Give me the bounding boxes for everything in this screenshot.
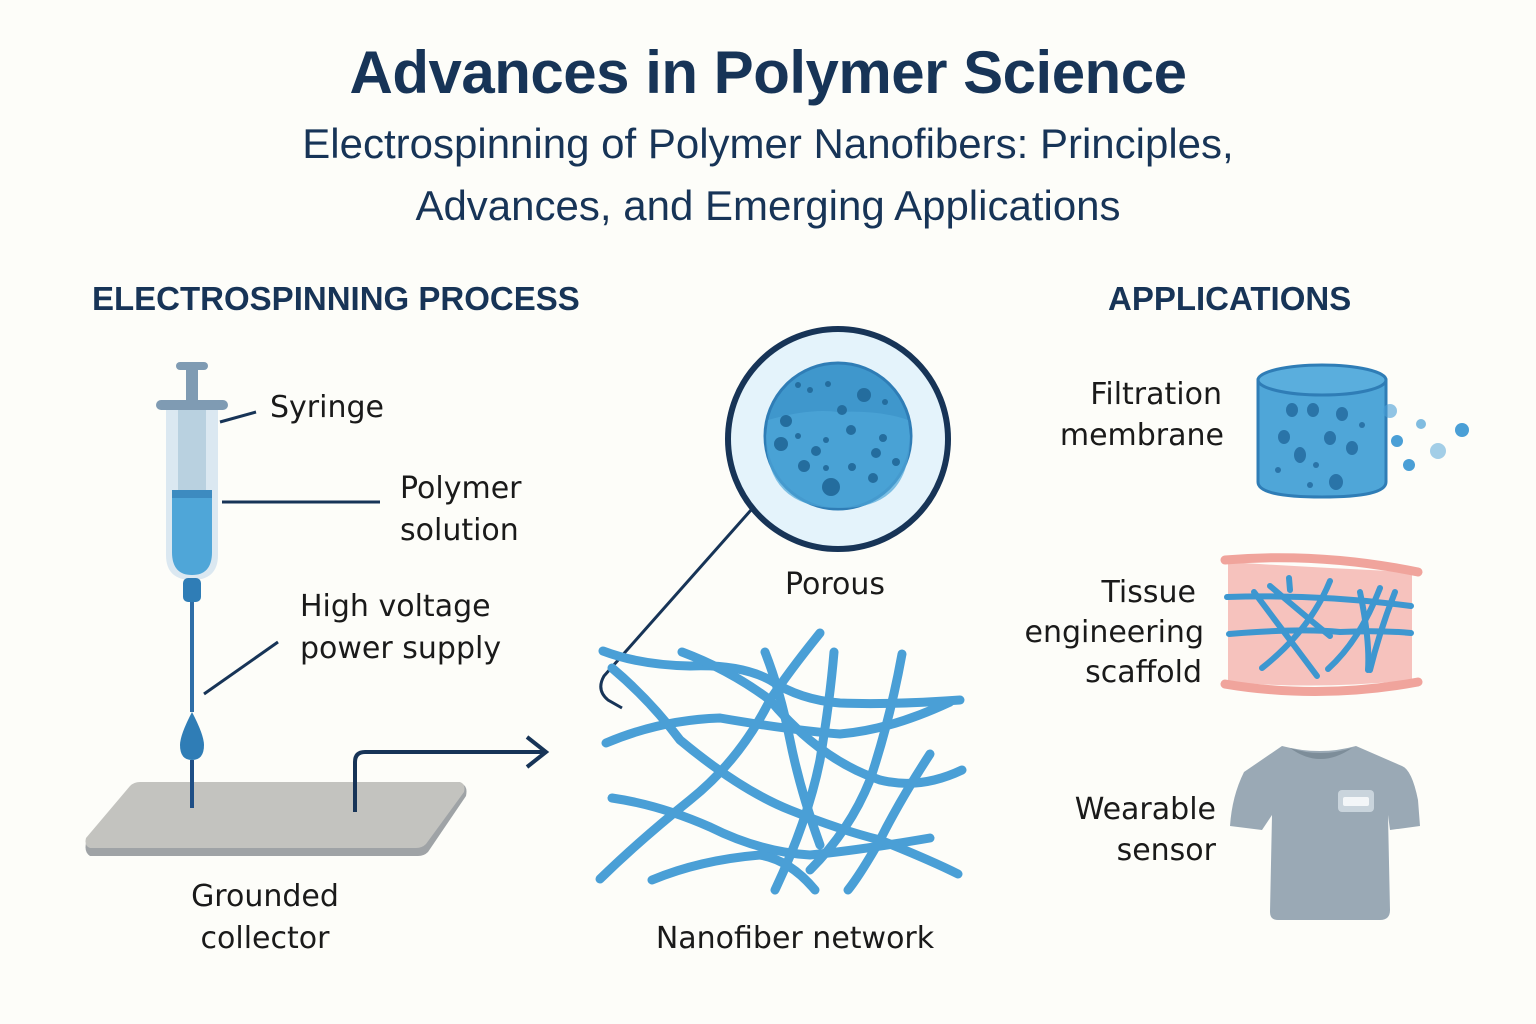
collector-label-1: Grounded — [191, 879, 339, 914]
porous-label: Porous — [784, 567, 886, 602]
nanofiber-network-label: Nanofiber network — [655, 921, 935, 956]
process-arrow — [353, 750, 545, 812]
app-tissue-label-2: engineering — [1024, 615, 1204, 650]
app-filtration-label-2: membrane — [1059, 418, 1224, 453]
filtration-membrane-icon — [1256, 363, 1469, 499]
syringe-label: Syringe — [270, 390, 384, 425]
app-tissue-label-3: scaffold — [1085, 655, 1202, 690]
app-wearable-label-2: sensor — [1116, 833, 1216, 868]
subtitle-line-2: Advances, and Emerging Applications — [415, 182, 1121, 229]
power-leader-line — [203, 640, 279, 696]
nanofiber-network-icon — [595, 628, 967, 895]
power-supply-label-2: power supply — [300, 631, 502, 666]
syringe-icon — [156, 362, 228, 808]
power-supply-label-1: High voltage — [300, 589, 491, 624]
porous-magnifier-icon — [725, 326, 951, 552]
app-tissue-label-1: Tissue — [1101, 575, 1196, 610]
applications-heading: APPLICATIONS — [1108, 280, 1352, 317]
polymer-solution-label-1: Polymer — [400, 471, 522, 506]
syringe-leader-line — [219, 410, 257, 424]
collector-label-2: collector — [200, 921, 330, 956]
tissue-scaffold-icon — [1220, 553, 1423, 696]
app-wearable-label-1: Wearable — [1074, 792, 1216, 827]
arrow-head-icon — [525, 735, 550, 769]
wearable-sensor-icon — [1230, 746, 1420, 920]
process-heading: ELECTROSPINNING PROCESS — [92, 280, 580, 317]
grounded-collector-icon — [85, 780, 467, 856]
page-title: Advances in Polymer Science — [349, 39, 1187, 106]
polymer-solution-label-2: solution — [400, 513, 519, 548]
app-filtration-label-1: Filtration — [1090, 377, 1222, 412]
magnifier-leader-line — [599, 509, 753, 710]
subtitle-line-1: Electrospinning of Polymer Nanofibers: P… — [302, 120, 1234, 167]
